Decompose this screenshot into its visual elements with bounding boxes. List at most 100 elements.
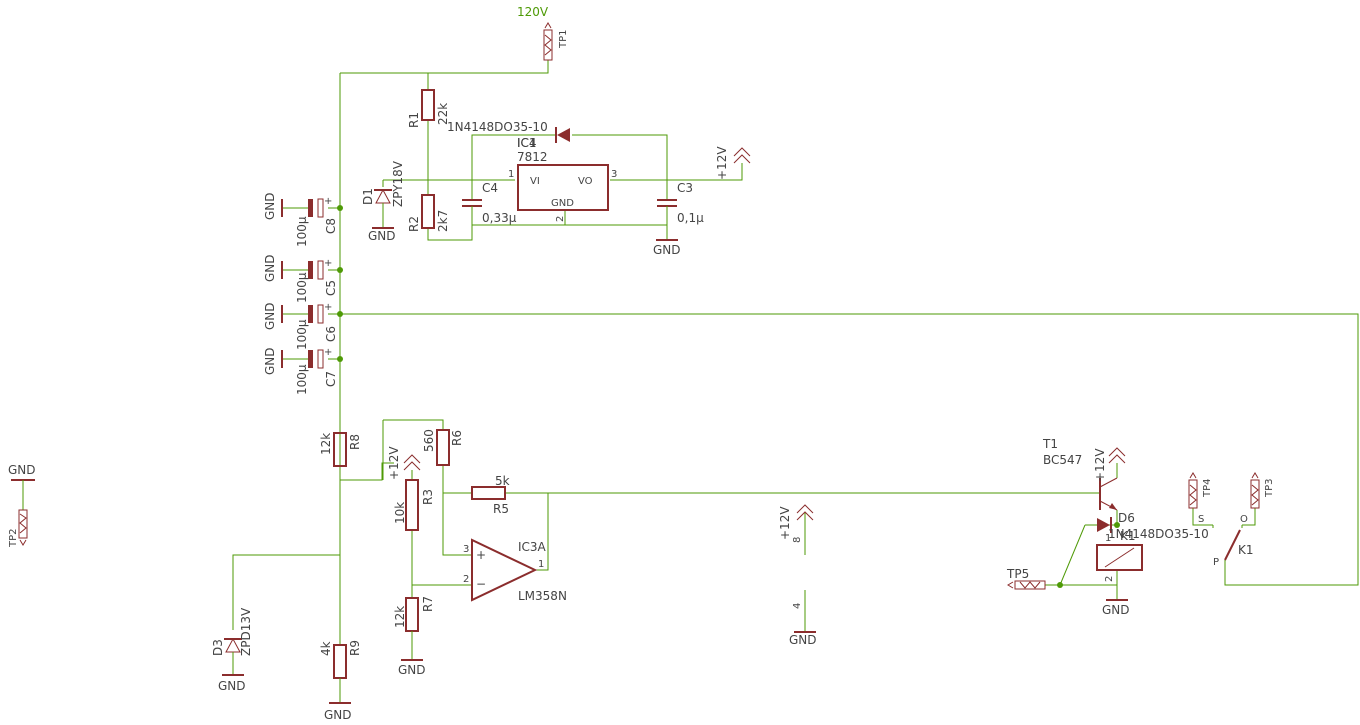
r3-value: 10k — [393, 502, 407, 524]
k1-s: S — [1198, 514, 1204, 525]
capacitor-c4: C4 0,33µ — [462, 181, 517, 225]
c5-gnd: GND — [263, 254, 277, 282]
c4-name: C4 — [482, 181, 498, 195]
capacitor-c5: + GND 100µ C5 — [263, 254, 338, 303]
opamp-power-pins: +12V 8 4 GND — [778, 504, 817, 647]
resistor-r1: R1 22k — [407, 89, 450, 128]
r9-gnd-label: GND — [324, 708, 352, 722]
r7-value: 12k — [393, 606, 407, 628]
resistor-r7: 12k R7 GND — [393, 596, 435, 677]
tp2-symbol: GND TP2 — [8, 463, 36, 548]
d3-name: D3 — [211, 639, 225, 656]
reg-vi: VI — [530, 176, 540, 187]
reg-pin3: 3 — [611, 169, 617, 180]
r8-name: R8 — [348, 434, 362, 450]
k1-o: O — [1240, 514, 1248, 525]
r7-gnd-label: GND — [398, 663, 426, 677]
c4-value: 0,33µ — [482, 211, 517, 225]
opamp-value: LM358N — [518, 589, 567, 603]
r5-name: R5 — [493, 502, 509, 516]
resistor-r6: 560 R6 — [422, 429, 464, 466]
c3-value: 0,1µ — [677, 211, 704, 225]
transistor-t1: T1 BC547 +12V — [1042, 437, 1126, 511]
k1-pin1: 1 — [1105, 533, 1111, 544]
opamp-plus: + — [476, 548, 486, 562]
capacitor-c3: C3 0,1µ GND — [653, 181, 704, 257]
tp1-symbol: TP1 — [543, 22, 569, 61]
zener-d1: D1 ZPY18V GND — [361, 160, 405, 243]
c7-name: C7 — [324, 371, 338, 387]
d1-name: D1 — [361, 188, 375, 205]
opamp-pin2: 2 — [463, 574, 469, 585]
tp2-gnd-label: GND — [8, 463, 36, 477]
capacitor-c6: + GND 100µ C6 — [263, 302, 338, 350]
t1-value: BC547 — [1043, 453, 1082, 467]
c5-name: C5 — [324, 280, 338, 296]
r2-value: 2k7 — [436, 210, 450, 232]
reg-gnd: GND — [551, 198, 574, 209]
svg-text:+: + — [324, 196, 332, 207]
reg-pin2: 2 — [555, 216, 566, 222]
tp2-label: TP2 — [8, 528, 19, 548]
k1-coil-name: K1 — [1120, 529, 1136, 543]
k1-sw-name: K1 — [1238, 543, 1254, 557]
resistor-r3: +12V 10k R3 — [387, 446, 435, 531]
resistor-r2: R2 2k7 — [407, 194, 450, 232]
zener-d3: D3 ZPD13V GND — [211, 607, 253, 693]
r6-name: R6 — [450, 430, 464, 446]
r1-value: 22k — [436, 103, 450, 125]
ic4-name: IC4 — [517, 136, 537, 150]
r3-name: R3 — [421, 489, 435, 505]
reg-vo: VO — [578, 176, 593, 187]
pwr-pin4: 4 — [792, 603, 803, 609]
tp1-label: TP1 — [558, 29, 569, 49]
r7-name: R7 — [421, 596, 435, 612]
reg-pin1: 1 — [508, 169, 514, 180]
c7-gnd: GND — [263, 347, 277, 375]
capacitor-c8: + GND 100µ C8 — [263, 192, 338, 247]
svg-text:+: + — [324, 347, 332, 358]
supply-label: 120V — [517, 5, 549, 19]
t1-name: T1 — [1042, 437, 1058, 451]
tp5-label: TP5 — [1006, 567, 1029, 581]
diode-d6: D6 1N4148DO35-10 — [1085, 511, 1209, 541]
d6-value: 1N4148DO35-10 — [1108, 527, 1209, 541]
resistor-r5: 5k R5 — [471, 474, 510, 516]
k1-p: P — [1213, 557, 1219, 568]
tp5-symbol: TP5 — [1006, 567, 1046, 590]
diode-ic4: 1N4148DO35-10 IC4 — [447, 120, 570, 150]
opamp-ic3a: + − 3 2 1 IC3A LM358N — [463, 538, 567, 603]
r9-value: 4k — [319, 641, 333, 656]
opamp-minus: − — [476, 577, 486, 591]
r8-value: 12k — [319, 433, 333, 455]
c5-value: 100µ — [295, 272, 309, 303]
opamp-pin1: 1 — [538, 559, 544, 570]
k1-gnd-label: GND — [1102, 603, 1130, 617]
relay-switch-k1: S O P K1 — [1198, 514, 1254, 568]
c6-gnd: GND — [263, 302, 277, 330]
c8-value: 100µ — [295, 216, 309, 247]
c3-gnd-label: GND — [653, 243, 681, 257]
ic4-value: 1N4148DO35-10 — [447, 120, 548, 134]
svg-text:+: + — [324, 302, 332, 313]
t1-12v-label: +12V — [1093, 448, 1107, 482]
c8-gnd: GND — [263, 192, 277, 220]
k1-pin2: 2 — [1104, 576, 1115, 582]
tp4-label: TP4 — [1202, 478, 1213, 498]
r5-value: 5k — [495, 474, 510, 488]
tp3-symbol: TP3 — [1250, 472, 1275, 509]
pwr-12v-label: +12V — [778, 506, 792, 540]
d6-name: D6 — [1118, 511, 1135, 525]
junctions — [337, 205, 1120, 588]
c6-name: C6 — [324, 326, 338, 342]
c8-name: C8 — [324, 218, 338, 234]
reg-value: 7812 — [517, 150, 548, 164]
pwr-gnd-label: GND — [789, 633, 817, 647]
supply-12v-reg: +12V — [715, 146, 751, 180]
capacitor-c7: + GND 100µ C7 — [263, 347, 338, 395]
r6-value: 560 — [422, 429, 436, 452]
c3-name: C3 — [677, 181, 693, 195]
regulator-7812: IC1 7812 VI VO GND 1 2 3 — [508, 136, 617, 222]
pwr-pin8: 8 — [792, 537, 803, 543]
